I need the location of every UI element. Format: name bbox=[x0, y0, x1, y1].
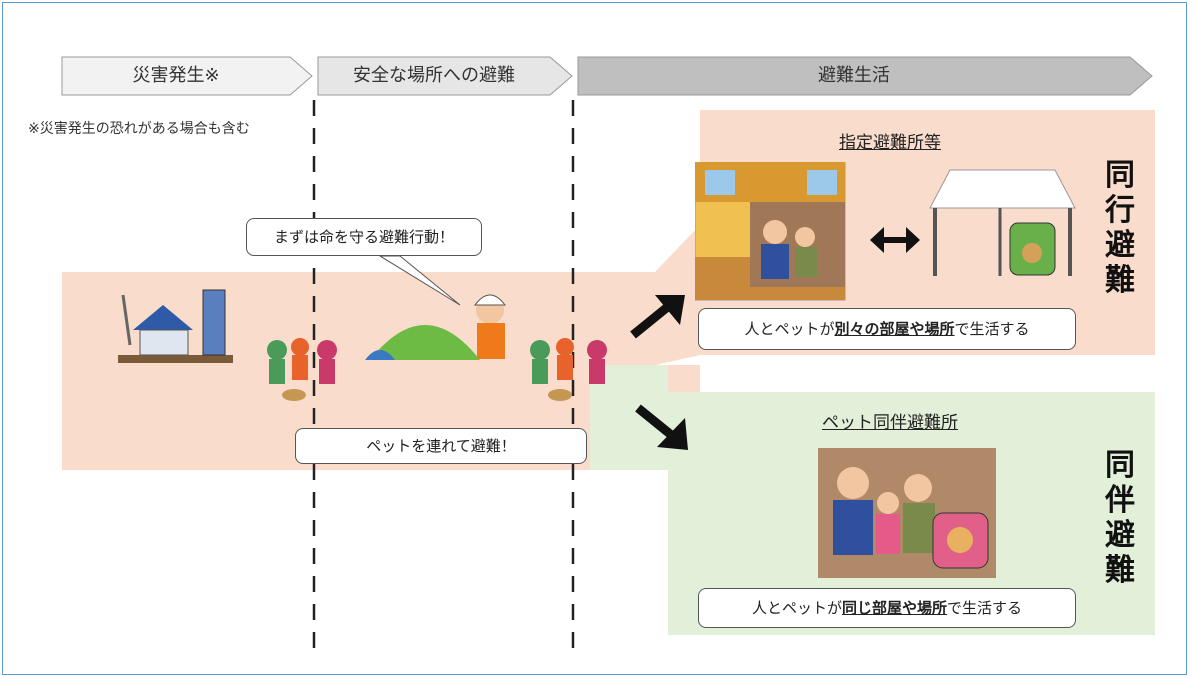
gym-shelter-icon bbox=[695, 162, 846, 301]
caption-post: で生活する bbox=[947, 599, 1023, 617]
stage-label-disaster: 災害発生※ bbox=[132, 65, 220, 86]
family-with-pet-icon-2 bbox=[818, 448, 996, 578]
double-arrow-icon bbox=[870, 227, 920, 253]
footnote: ※災害発生の恐れがある場合も含む bbox=[28, 121, 250, 137]
side-char: 避 bbox=[1105, 228, 1135, 264]
caption-bold: 同じ部屋や場所 bbox=[841, 599, 947, 617]
side-char: 同 bbox=[1105, 158, 1135, 193]
caption-pre: 人とペットが bbox=[751, 599, 842, 617]
stage-arrows bbox=[61, 56, 1153, 96]
pet-evacuation-bubble: ペットを連れて避難！ bbox=[295, 428, 587, 464]
side-char: 同 bbox=[1105, 448, 1135, 483]
stage-label-evacuation: 安全な場所への避難 bbox=[353, 65, 515, 86]
stage-label-shelter-life: 避難生活 bbox=[818, 65, 890, 86]
hill-evacuation-icon bbox=[365, 294, 507, 360]
family-walking-icon bbox=[267, 338, 337, 401]
side-label-companion: 同 伴 避 難 bbox=[1100, 448, 1140, 588]
caption-post: で生活する bbox=[954, 320, 1030, 338]
tent-shelter-icon bbox=[929, 169, 1076, 276]
speech-bubble: まずは命を守る避難行動！ bbox=[246, 218, 482, 256]
shelter-bottom-caption: 人とペットが同じ部屋や場所で生活する bbox=[698, 588, 1076, 628]
arrow-up-right-icon bbox=[630, 295, 685, 339]
shelter-top-title: 指定避難所等 bbox=[839, 133, 941, 153]
side-char: 行 bbox=[1105, 193, 1135, 229]
stage-arrow-3 bbox=[577, 56, 1153, 96]
arrow-down-right-icon bbox=[635, 404, 688, 450]
stage-arrow-2 bbox=[317, 56, 573, 96]
caption-pre: 人とペットが bbox=[744, 320, 835, 338]
side-char: 伴 bbox=[1105, 483, 1135, 519]
shelter-bottom-title: ペット同伴避難所 bbox=[822, 413, 958, 433]
side-char: 避 bbox=[1105, 518, 1135, 554]
side-char: 難 bbox=[1105, 553, 1135, 589]
side-label-accompanied: 同 行 避 難 bbox=[1100, 158, 1140, 298]
family-walking-icon-2 bbox=[530, 338, 607, 401]
side-char: 難 bbox=[1105, 263, 1135, 299]
house-collapsed-icon bbox=[118, 289, 233, 363]
shelter-top-caption: 人とペットが別々の部屋や場所で生活する bbox=[698, 308, 1076, 350]
stage-arrow-1 bbox=[61, 56, 313, 96]
caption-bold: 別々の部屋や場所 bbox=[834, 320, 955, 338]
